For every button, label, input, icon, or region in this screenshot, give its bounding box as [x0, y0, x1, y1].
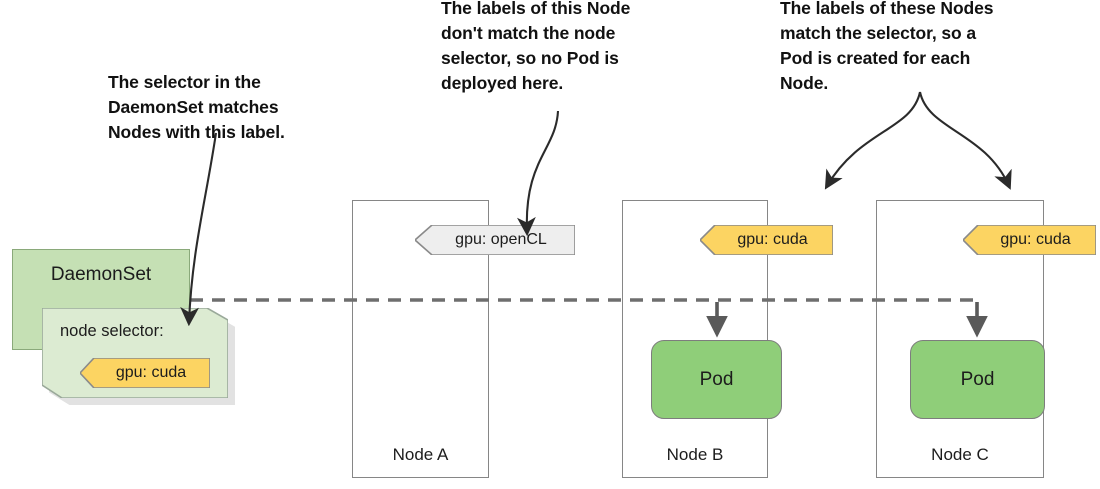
- pod-b-label: Pod: [699, 368, 734, 390]
- arrow-no-match-note: [516, 110, 560, 237]
- node-selector-title: node selector:: [60, 322, 164, 340]
- pod-node-c: Pod: [910, 340, 1045, 419]
- tag-daemonset-selector-label: gpu: cuda: [115, 364, 187, 381]
- tag-node-a-outline: [415, 225, 575, 255]
- daemonset-title: DaemonSet: [50, 264, 152, 285]
- arrow-match-note-left: [824, 91, 922, 190]
- tag-node-c-label: gpu: cuda: [1000, 231, 1071, 248]
- annotation-no-match-note: The labels of this Node don't match the …: [441, 0, 631, 93]
- pod-node-b: Pod: [651, 340, 782, 419]
- arrow-match-note-right: [918, 91, 1012, 190]
- tag-daemonset-selector-outline: [80, 358, 210, 388]
- node-c-label: Node C: [931, 445, 989, 464]
- node-a-label: Node A: [392, 445, 449, 464]
- tag-node-b-outline: [700, 225, 833, 255]
- tag-node-a: gpu: openCL: [415, 225, 575, 255]
- pod-c-label: Pod: [960, 368, 995, 390]
- node-b-label: Node B: [666, 445, 724, 464]
- annotation-selector-note: The selector in the DaemonSet matches No…: [108, 72, 285, 142]
- node-box-c: Node C: [876, 200, 1044, 478]
- tag-node-b-label: gpu: cuda: [737, 231, 808, 248]
- annotation-match-note: The labels of these Nodes match the sele…: [780, 0, 994, 93]
- tag-node-c: gpu: cuda: [963, 225, 1096, 255]
- arrow-selector-note: [180, 132, 218, 327]
- tag-node-c-outline: [963, 225, 1096, 255]
- tag-node-b: gpu: cuda: [700, 225, 833, 255]
- tag-daemonset-selector: gpu: cuda: [80, 358, 210, 388]
